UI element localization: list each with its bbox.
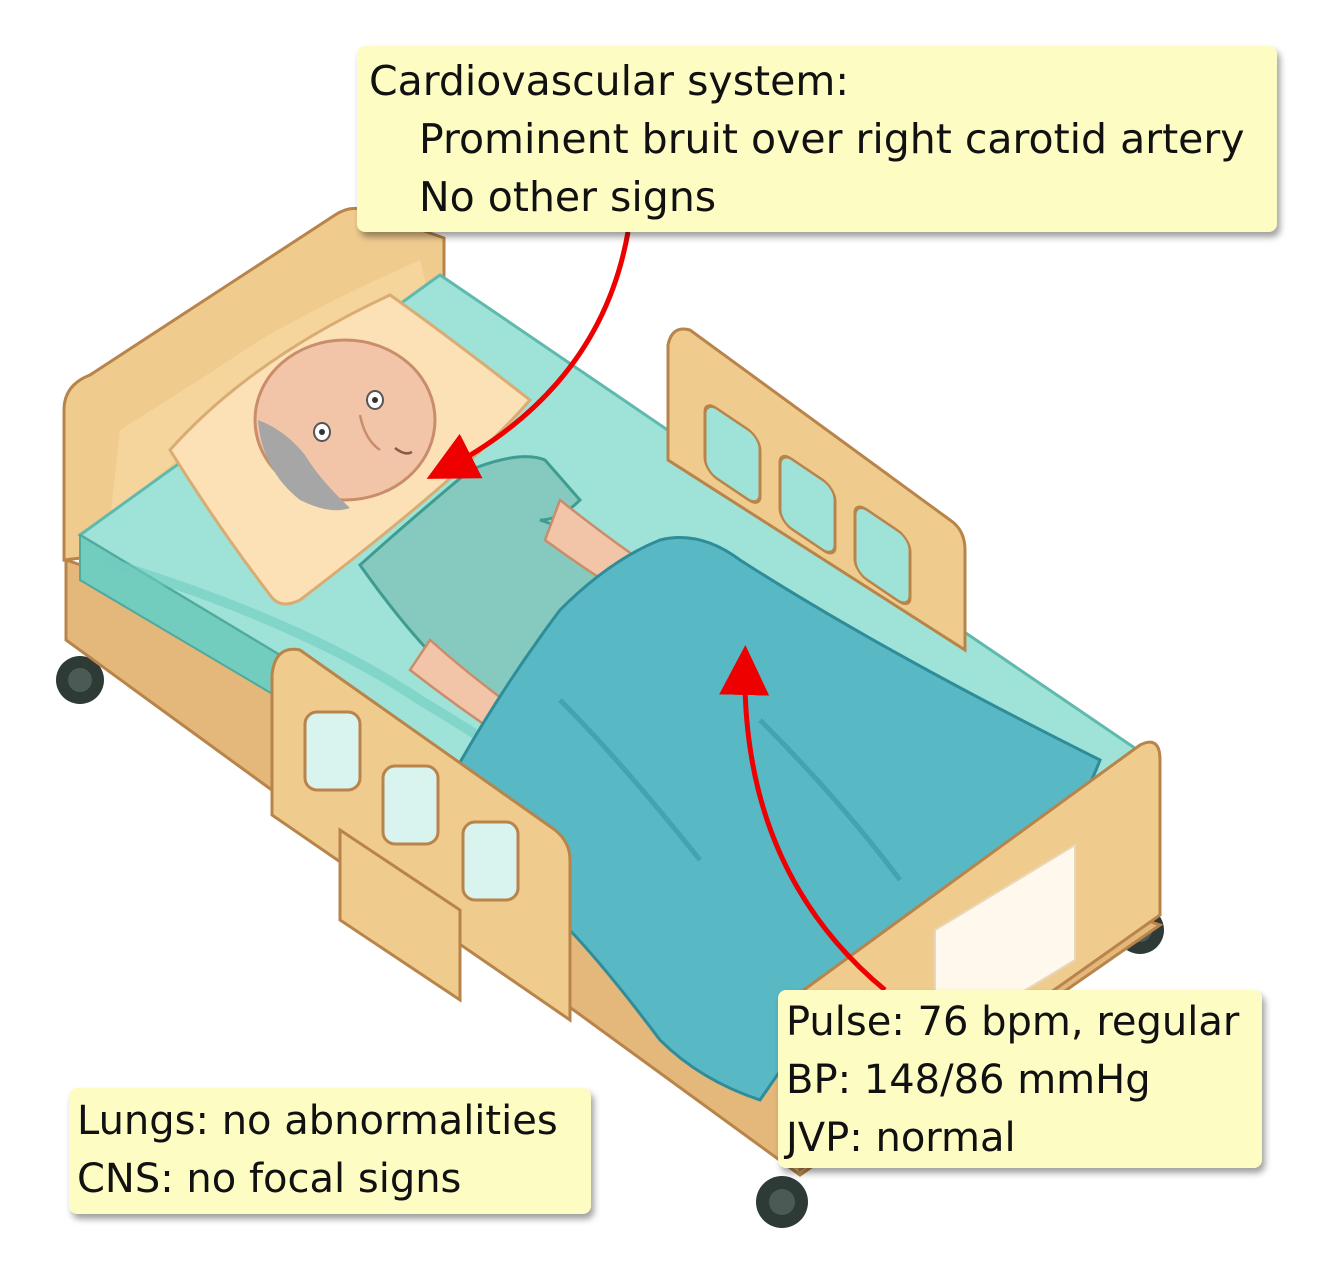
blood-pressure-text: BP: 148/86 mmHg (786, 1057, 1151, 1103)
elderly-patient-head (253, 338, 437, 511)
pulse-text: Pulse: 76 bpm, regular (786, 999, 1240, 1045)
pulse-arrow (719, 645, 887, 992)
cardiovascular-finding: No other signs (419, 173, 717, 221)
general-exam-callout: Lungs: no abnormalities CNS: no focal si… (69, 1088, 591, 1214)
cns-text: CNS: no focal signs (77, 1156, 462, 1202)
cardiovascular-callout: Cardiovascular system: Prominent bruit o… (357, 46, 1277, 232)
vital-signs-callout: Pulse: 76 bpm, regular BP: 148/86 mmHg J… (778, 990, 1262, 1168)
lungs-text: Lungs: no abnormalities (77, 1098, 558, 1144)
bed-wheel-icon (56, 656, 104, 704)
carotid-arrow (426, 231, 631, 479)
cardiovascular-finding: Prominent bruit over right carotid arter… (419, 115, 1245, 163)
side-rail-far (666, 327, 967, 653)
jvp-text: JVP: normal (786, 1115, 1016, 1161)
bed-wheel-icon (756, 1176, 808, 1228)
side-rail-near (270, 647, 572, 1023)
cardiovascular-heading: Cardiovascular system: (369, 57, 850, 105)
